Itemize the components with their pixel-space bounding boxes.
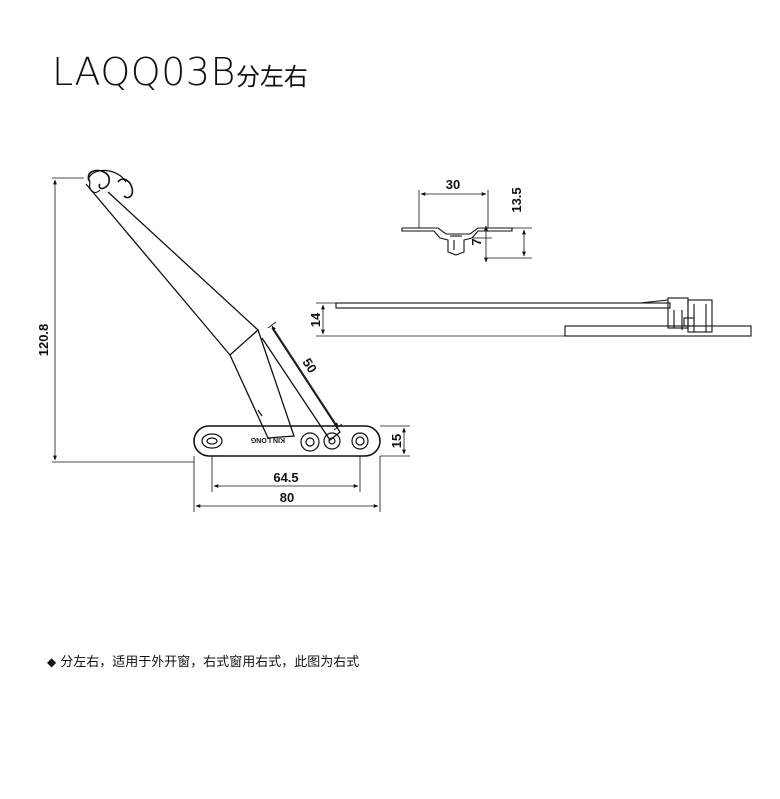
- dim-profile-depth: 7: [469, 238, 484, 245]
- profile-dimensions: [418, 190, 532, 263]
- title-suffix: 分左右: [235, 63, 308, 91]
- brand-stamp: KIN LONG: [250, 436, 285, 443]
- dim-profile-width: 30: [446, 177, 460, 192]
- profile-view: [401, 227, 513, 256]
- rivet-2: [323, 432, 341, 450]
- front-view: [85, 169, 381, 457]
- usage-note-text: 分左右，适用于外开窗，右式窗用右式，此图为右式: [60, 655, 360, 670]
- diamond-bullet-icon: ◆: [47, 655, 57, 669]
- usage-note: ◆分左右，适用于外开窗，右式窗用右式，此图为右式: [47, 651, 359, 670]
- long-arm: [85, 183, 259, 356]
- dim-arm-length: 50: [300, 355, 320, 375]
- technical-drawing: KIN LONG 120.8 50 15 64.5 80: [36, 169, 752, 512]
- hole-right: [351, 432, 369, 450]
- side-view: [335, 297, 752, 337]
- slot-left: [201, 433, 223, 449]
- front-dimensions: [52, 177, 410, 512]
- product-code: LAQQ03B: [52, 50, 236, 94]
- rivet-1: [300, 432, 320, 452]
- dim-plate-length: 80: [280, 490, 294, 505]
- page-title: LAQQ03B分左右: [52, 50, 308, 94]
- dim-plate-height: 15: [389, 434, 404, 448]
- stay-hook: [87, 169, 111, 190]
- dim-side-thickness: 14: [308, 312, 323, 327]
- dim-height-total: 120.8: [36, 324, 51, 357]
- dim-profile-height: 13.5: [509, 187, 524, 212]
- side-dimensions: [316, 302, 565, 337]
- dim-hole-spacing: 64.5: [273, 470, 298, 485]
- short-arm: [261, 327, 341, 441]
